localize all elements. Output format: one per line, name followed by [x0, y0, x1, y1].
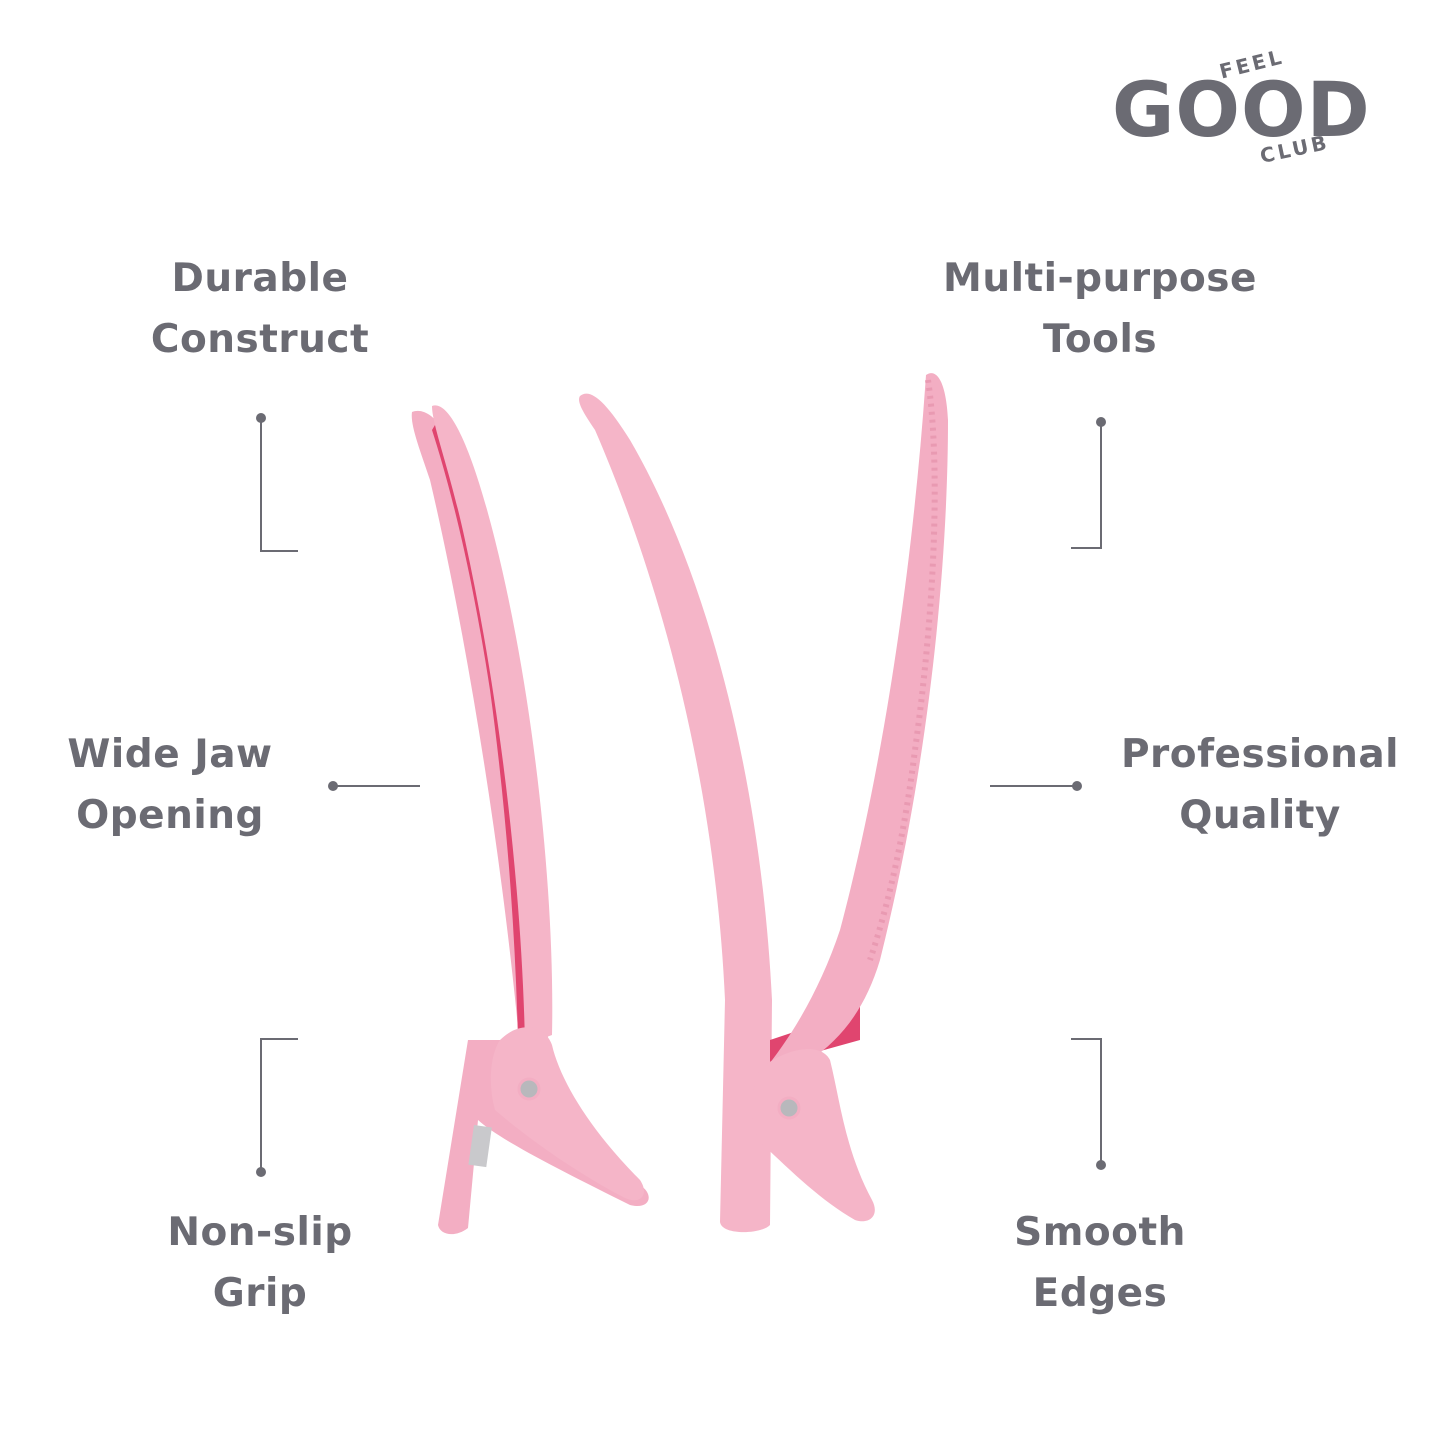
- feature-durable-construct: Durable Construct: [100, 248, 420, 370]
- right-clip-icon: [579, 373, 948, 1233]
- feature-professional-quality: Professional Quality: [1090, 724, 1430, 846]
- callout-dot: [328, 781, 338, 791]
- feature-label-line1: Multi-purpose: [943, 256, 1257, 301]
- feature-smooth-edges: Smooth Edges: [940, 1202, 1260, 1324]
- feature-label-line2: Opening: [76, 793, 264, 838]
- feature-label-line2: Tools: [1042, 317, 1158, 362]
- feature-label-line1: Smooth: [1014, 1210, 1186, 1255]
- callout-lines: [260, 418, 1102, 1172]
- callout-dot: [256, 413, 266, 423]
- feature-multi-purpose-tools: Multi-purpose Tools: [900, 248, 1300, 370]
- feature-label-line1: Wide Jaw: [67, 732, 273, 777]
- callout-smooth-line: [1071, 1038, 1102, 1165]
- callout-dot: [1072, 781, 1082, 791]
- callout-nonslip-line: [260, 1038, 298, 1172]
- brand-logo: FEEL GOOD CLUB: [1112, 44, 1371, 168]
- brand-main-text: GOOD: [1112, 65, 1371, 154]
- callout-dot: [256, 1167, 266, 1177]
- feature-wide-jaw-opening: Wide Jaw Opening: [10, 724, 330, 846]
- callout-multi-line: [1071, 422, 1102, 549]
- feature-label-line2: Construct: [150, 317, 370, 362]
- feature-label-line2: Edges: [1032, 1271, 1168, 1316]
- callout-durable-line: [260, 418, 298, 552]
- feature-label-line2: Grip: [212, 1271, 308, 1316]
- feature-label-line1: Non-slip: [167, 1210, 353, 1255]
- feature-label-line1: Professional: [1120, 732, 1400, 777]
- feature-label-line2: Quality: [1179, 793, 1341, 838]
- callout-dot: [1096, 417, 1106, 427]
- callout-dot: [1096, 1160, 1106, 1170]
- left-clip-icon: [411, 405, 649, 1235]
- callout-dots: [256, 413, 1106, 1177]
- feature-label-line1: Durable: [171, 256, 349, 301]
- feature-non-slip-grip: Non-slip Grip: [100, 1202, 420, 1324]
